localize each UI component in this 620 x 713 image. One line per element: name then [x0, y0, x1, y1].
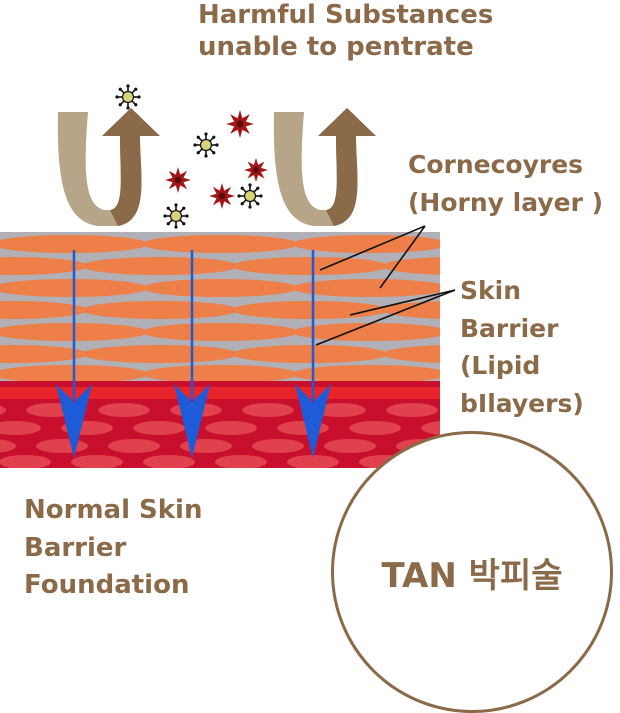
dermis-cell: [205, 421, 257, 435]
skin-barrier-label: Skin Barrier (Lipid bIlayers): [460, 272, 584, 422]
corneocyte-cell: [382, 301, 440, 319]
harmful-substances-label: Harmful Substances unable to pentrate: [198, 0, 493, 63]
dermis-cell: [180, 439, 232, 453]
penetration-arrow-3: [295, 250, 331, 458]
dermis-cell: [0, 405, 6, 415]
corneocyte-cell: [292, 279, 440, 297]
dermis-cell: [36, 439, 88, 453]
corneocyte-cell: [82, 301, 238, 319]
virus-particle: [163, 203, 189, 229]
corneocyte-cell: [0, 235, 148, 253]
corneocytes-line-2: (Horny layer ): [408, 187, 604, 217]
corneocyte-cell: [142, 279, 298, 297]
leader-lines-corneocytes: [319, 225, 426, 289]
corneocyte-cell: [232, 257, 388, 275]
skin-layers: [0, 232, 598, 468]
penetration-arrow-2: [174, 250, 210, 458]
tan-badge-text: TAN 박피술: [381, 555, 563, 596]
corneocyte-cell: [292, 323, 440, 341]
leader-lines-skin-barrier: [315, 289, 456, 346]
virus-particle: [115, 84, 141, 110]
dermis-cell: [242, 403, 294, 417]
dermis-cell: [287, 455, 339, 468]
corneocyte-cell: [0, 345, 88, 363]
tan-badge-circle: TAN 박피술: [331, 431, 613, 713]
virus-particle: [193, 132, 219, 158]
dermis-cell: [324, 439, 376, 453]
dermis-cell: [314, 403, 366, 417]
normal-skin-barrier-label: Normal Skin Barrier Foundation: [24, 492, 202, 605]
normal-skin-line-3: Foundation: [24, 570, 190, 601]
toxin-particle: [209, 183, 235, 209]
corneocyte-cell: [382, 257, 440, 275]
deflection-arrow-left: [57, 108, 160, 226]
corneocyte-cells: [0, 235, 598, 383]
dermis-cell: [143, 455, 195, 468]
toxin-particle: [244, 158, 268, 182]
skin-barrier-line-1: Skin: [460, 276, 521, 305]
corneocyte-cell: [142, 323, 298, 341]
corneocytes-label: Cornecoyres (Horny layer ): [408, 146, 603, 221]
corneocytes-line-1: Cornecoyres: [408, 150, 584, 179]
corneocyte-cell: [232, 301, 388, 319]
dermis-cell: [108, 439, 160, 453]
dermis-cell: [215, 455, 267, 468]
dermis-cell: [98, 403, 150, 417]
harmful-particles: [115, 84, 268, 229]
skin-barrier-line-3: (Lipid: [460, 351, 541, 380]
corneocyte-cell: [0, 301, 88, 319]
corneocyte-cell: [292, 365, 440, 383]
dermis-cells: [0, 403, 440, 468]
corneocyte-cell: [232, 345, 388, 363]
basal-line-top: [0, 381, 440, 387]
corneocyte-cell: [142, 365, 298, 383]
corneocyte-cell: [292, 235, 440, 253]
dermis-cell: [421, 421, 440, 435]
corneocyte-cell: [382, 345, 440, 363]
dermis-cell: [349, 421, 401, 435]
normal-skin-line-2: Barrier: [24, 532, 127, 563]
skin-barrier-line-2: Barrier: [460, 313, 559, 343]
dermis-cell: [0, 455, 51, 468]
dermis-cell: [252, 439, 304, 453]
normal-skin-line-1: Normal Skin: [24, 495, 203, 525]
harmful-substances-line-1: Harmful Substances: [198, 0, 494, 30]
corneocyte-cell: [0, 257, 88, 275]
corneocyte-cell: [442, 235, 598, 253]
toxin-particle: [226, 110, 254, 138]
corneocyte-cell: [82, 257, 238, 275]
deflection-arrow-right: [273, 108, 376, 226]
dermis-cell: [0, 421, 41, 435]
dermis-cell: [386, 403, 438, 417]
skin-barrier-line-4: bIlayers): [460, 388, 584, 418]
dermis-cell: [0, 439, 16, 453]
harmful-substances-line-2: unable to pentrate: [198, 31, 474, 62]
basal-line: [0, 387, 440, 399]
penetration-arrow-1: [56, 250, 92, 458]
corneocyte-cell: [142, 235, 298, 253]
dermis-cell: [71, 455, 123, 468]
corneocyte-cell: [82, 345, 238, 363]
virus-particle: [237, 183, 263, 209]
toxin-particle: [165, 167, 191, 193]
dermis-cell: [133, 421, 185, 435]
